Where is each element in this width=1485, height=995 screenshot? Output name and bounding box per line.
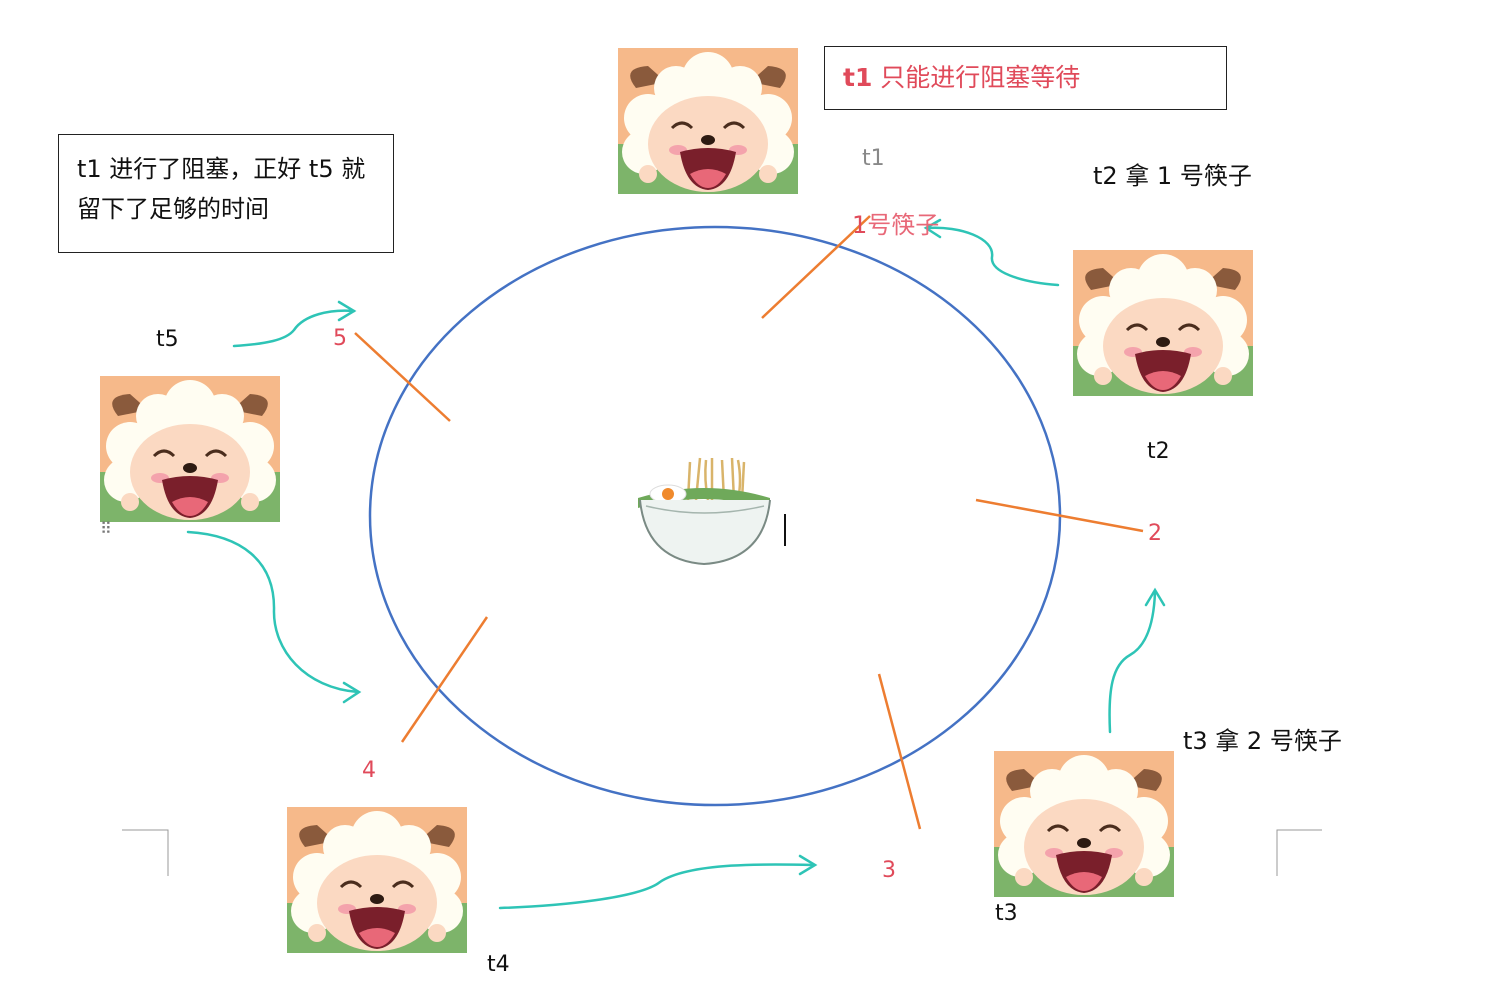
drag-handle-icon[interactable]: ⠿ [100,519,112,538]
chopstick-5-label: 5 [333,326,347,351]
label-t1: t1 [862,146,885,171]
chopstick-4-label: 4 [362,758,376,783]
arrow-t5-to-chopstick-4 [186,530,362,704]
chopstick-2 [975,498,1144,533]
label-t2: t2 [1147,439,1170,464]
chopstick-2-label: 2 [1148,521,1162,546]
label-t5: t5 [156,327,179,352]
label-t3: t3 [995,901,1018,926]
chopstick-3 [877,673,922,830]
arrow-t2-to-chopstick-1 [923,218,1060,287]
noodle-bowl-icon [634,456,772,568]
caption-t3: t3 拿 2 号筷子 [1183,727,1342,755]
sheep-face-icon [1071,248,1255,398]
label-t4: t4 [487,952,510,977]
note-t1-blocked: t1 只能进行阻塞等待 [824,46,1227,110]
sheep-face-icon [98,374,282,524]
note-t5-time: t1 进行了阻塞，正好 t5 就留下了足够的时间 [58,134,394,253]
note-t1-strong: t1 [843,63,873,92]
arrow-t3-to-chopstick-2 [1108,587,1166,734]
caption-t2: t2 拿 1 号筷子 [1093,162,1252,190]
text-cursor [784,514,786,546]
chopstick-1-label: 1号筷子 [852,213,939,237]
sheep-face-icon [616,46,800,196]
chopstick-1-number: 1 [852,211,868,239]
chopstick-4 [400,616,489,743]
page-corner-marks [122,829,1322,876]
sheep-face-icon [285,805,469,955]
chopstick-1 [761,215,871,319]
note-t5-text: t1 进行了阻塞，正好 t5 就留下了足够的时间 [77,155,366,223]
note-t1-rest: 只能进行阻塞等待 [872,63,1081,92]
arrow-t5-to-chopstick-5 [232,300,357,348]
chopstick-1-suffix: 号筷子 [867,211,940,239]
arrow-t4-to-chopstick-3 [498,854,818,910]
chopstick-3-label: 3 [882,858,896,883]
sheep-face-icon [992,749,1176,899]
chopstick-5 [354,332,451,422]
